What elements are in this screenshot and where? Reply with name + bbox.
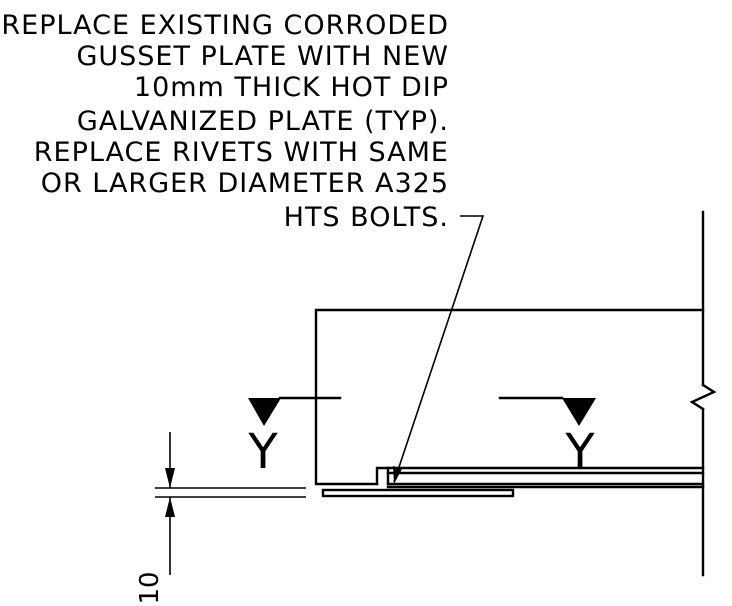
note-line-2: GUSSET PLATE WITH NEW: [76, 41, 449, 72]
replacement-note: REPLACE EXISTING CORRODED GUSSET PLATE W…: [1, 10, 449, 233]
section-mark-right-letter: Y: [564, 424, 595, 480]
gusset-plate: [321, 488, 515, 498]
section-mark-left-letter: Y: [247, 424, 278, 480]
note-line-4: GALVANIZED PLATE (TYP).: [77, 106, 449, 137]
leader-line: [393, 215, 485, 483]
note-line-5: REPLACE RIVETS WITH SAME: [34, 137, 449, 168]
section-mark-left: Y: [247, 396, 342, 480]
note-line-6: OR LARGER DIAMETER A325: [41, 168, 449, 199]
note-line-3: 10mm THICK HOT DIP: [134, 72, 449, 103]
note-line-1: REPLACE EXISTING CORRODED: [1, 10, 449, 41]
section-mark-right: Y: [498, 396, 596, 480]
flange-plate: [321, 466, 705, 498]
note-line-7: HTS BOLTS.: [284, 202, 449, 233]
leader-arrowhead: [393, 466, 402, 484]
plate-dimension: 10: [135, 432, 306, 605]
dimension-value: 10: [135, 571, 165, 604]
note-leader: [393, 215, 485, 484]
vertical-member: [689, 210, 717, 577]
